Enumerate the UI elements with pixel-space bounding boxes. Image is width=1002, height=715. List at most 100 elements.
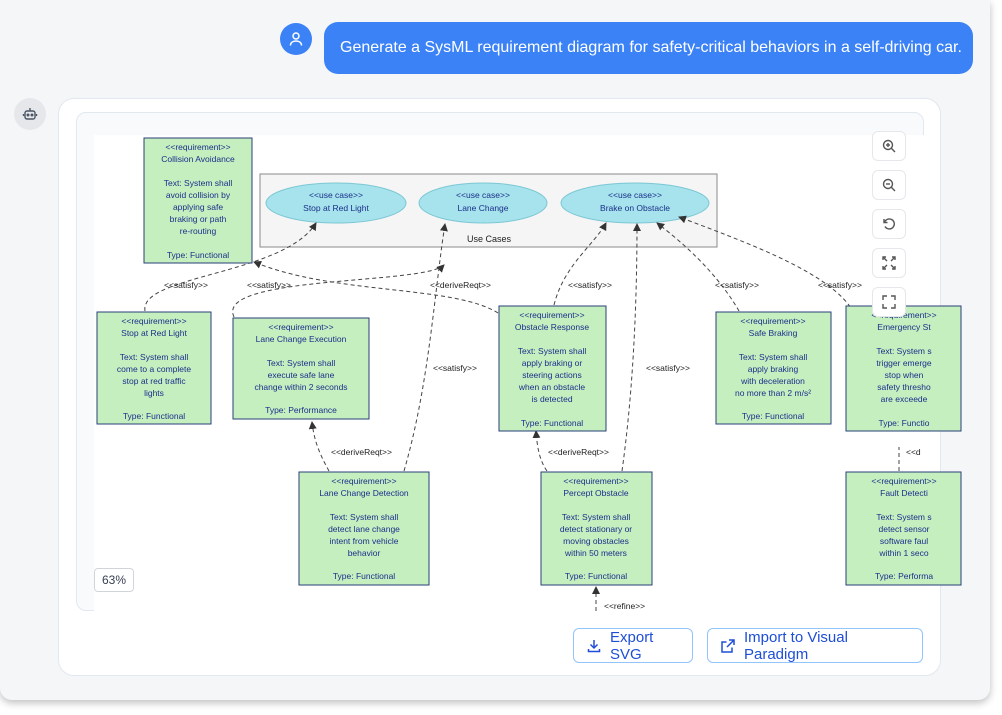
zoom-out-icon [882,178,896,192]
requirement-text-line: no more than 2 m/s² [735,388,811,398]
requirement-percept-obstacle[interactable]: <<requirement>> Percept Obstacle Text: S… [540,471,653,586]
requirement-name: Obstacle Response [515,322,589,332]
use-case-lane-change[interactable]: <<use case>> Lane Change [418,182,548,224]
requirement-text-line: apply braking or [522,358,583,368]
requirement-stop-at-red-light[interactable]: <<requirement>> Stop at Red Light Text: … [96,311,212,425]
requirement-text-line: stop when [885,370,924,380]
requirement-text-line: software faul [880,536,928,546]
requirement-name: Lane Change Execution [256,334,347,344]
requirement-text-line: avoid collision by [166,190,231,200]
refine-label: <<refine>> [604,601,645,611]
reset-icon [883,218,895,230]
requirement-type: Type: Functional [333,571,395,581]
requirement-stereotype: <<requirement>> [519,310,584,320]
user-icon [289,32,303,46]
requirement-text-line: Text: System shall [164,178,233,188]
connectors [144,215,900,611]
requirement-text-line: Text: System shall [518,346,587,356]
requirement-lane-change-detection[interactable]: <<requirement>> Lane Change Detection Te… [298,471,430,586]
requirement-text-line: Text: System shall [739,352,808,362]
requirement-text-line: Text: System shall [562,512,631,522]
use-case-name: Stop at Red Light [303,203,369,213]
requirement-text-line: moving obstacles [563,536,629,546]
requirement-name: Fault Detecti [880,488,928,498]
requirement-text-line: intent from vehicle [330,536,399,546]
requirement-name: Emergency St [877,322,931,332]
requirement-text-line: apply braking [748,364,799,374]
satisfy-label: <<satisfy>> [164,280,208,290]
use-case-stereotype: <<use case>> [456,190,510,200]
requirement-type: Type: Performance [265,405,337,415]
requirement-text-line: re-routing [180,226,217,236]
use-case-name: Lane Change [457,203,508,213]
requirement-text-line: applying safe [173,202,223,212]
user-message-text: Generate a SysML requirement diagram for… [340,39,962,56]
satisfy-label: <<satisfy>> [568,280,612,290]
import-visual-paradigm-button[interactable]: Import to Visual Paradigm [707,628,923,663]
requirement-type: Type: Functional [742,411,804,421]
package-label: Use Cases [467,234,512,244]
requirement-text-line: Text: System s [876,346,931,356]
requirement-text-line: detect stationary or [560,524,632,534]
requirement-name: Stop at Red Light [121,328,187,338]
requirement-text-line: behavior [348,548,381,558]
use-case-brake-on-obstacle[interactable]: <<use case>> Brake on Obstacle [560,182,710,224]
zoom-level-indicator: 63% [94,568,134,592]
requirement-text-line: Text: System shall [330,512,399,522]
requirement-text-line: execute safe lane [268,370,335,380]
satisfy-label: <<satisfy>> [715,280,759,290]
requirement-stereotype: <<requirement>> [563,476,628,486]
satisfy-label: <<satisfy>> [818,280,862,290]
requirement-text-line: with deceleration [740,376,805,386]
requirement-name: Lane Change Detection [319,488,409,498]
diagram-viewer: Use Cases <<use case>> Stop at Red Light… [76,112,962,611]
requirement-safe-braking[interactable]: <<requirement>> Safe Braking Text: Syste… [715,311,832,425]
requirement-emergency-stop[interactable]: <<requirement>> Emergency St Text: Syste… [845,305,962,432]
connector-labels: <<satisfy>> <<satisfy>> <<deriveReqt>> <… [164,280,921,611]
requirement-type: Type: Functional [167,250,229,260]
requirement-stereotype: <<requirement>> [121,316,186,326]
requirement-text-line: lights [144,388,164,398]
requirement-stereotype: <<requirement>> [331,476,396,486]
requirement-text-line: within 1 seco [878,548,928,558]
fit-screen-icon [882,256,896,270]
requirement-obstacle-response[interactable]: <<requirement>> Obstacle Response Text: … [498,305,607,432]
zoom-in-icon [882,139,896,153]
use-case-stop-at-red-light[interactable]: <<use case>> Stop at Red Light [265,182,407,224]
diagram-canvas[interactable]: Use Cases <<use case>> Stop at Red Light… [94,135,962,611]
requirement-text-line: change within 2 seconds [254,382,347,392]
satisfy-label: <<satisfy>> [247,280,291,290]
zoom-level-text: 63% [101,573,127,587]
requirement-text-line: detect sensor [878,524,929,534]
requirement-text-line: are exceede [881,394,928,404]
fit-screen-button[interactable] [872,248,906,278]
sysml-requirement-diagram: Use Cases <<use case>> Stop at Red Light… [96,137,962,611]
zoom-in-button[interactable] [872,131,906,161]
export-svg-label: Export SVG [610,628,654,663]
use-case-name: Brake on Obstacle [600,203,670,213]
requirement-lane-change-execution[interactable]: <<requirement>> Lane Change Execution Te… [232,317,370,420]
assistant-response-card: Use Cases <<use case>> Stop at Red Light… [58,98,962,676]
requirement-stereotype: <<requirement>> [165,142,230,152]
requirement-stereotype: <<requirement>> [871,476,936,486]
derive-label: <<deriveReqt>> [331,447,392,457]
satisfy-label: <<satisfy>> [646,363,690,373]
export-svg-button[interactable]: Export SVG [573,628,693,663]
requirement-text-line: Text: System shall [267,358,336,368]
reset-view-button[interactable] [872,209,906,239]
satisfy-label: <<satisfy>> [433,363,477,373]
zoom-out-button[interactable] [872,170,906,200]
requirement-text-line: safety thresho [877,382,931,392]
requirement-type: Type: Functional [565,571,627,581]
use-case-stereotype: <<use case>> [608,190,662,200]
requirement-fault-detection[interactable]: <<requirement>> Fault Detecti Text: Syst… [845,471,962,586]
requirement-type: Type: Functional [521,418,583,428]
requirement-collision-avoidance[interactable]: <<requirement>> Collision Avoidance Text… [143,137,253,264]
requirement-text-line: steering actions [522,370,582,380]
requirement-type: Type: Functional [123,411,185,421]
requirement-text-line: braking or path [170,214,227,224]
requirement-text-line: stop at red traffic [122,376,186,386]
fullscreen-button[interactable] [872,287,906,317]
user-avatar [280,23,312,55]
download-icon [587,639,601,652]
